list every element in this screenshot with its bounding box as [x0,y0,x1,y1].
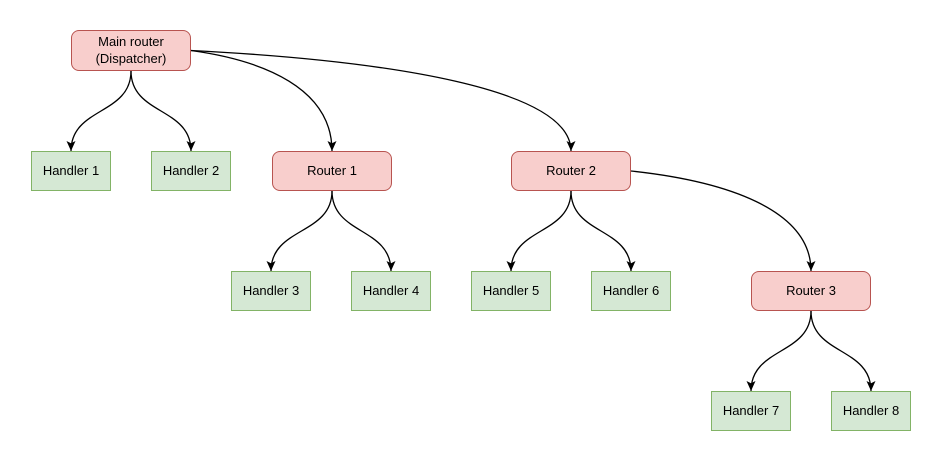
node-label: Handler 1 [42,162,100,178]
node-handler-3: Handler 3 [231,271,311,311]
node-router-1: Router 1 [272,151,392,191]
node-label: Router 1 [307,162,357,178]
node-handler-8: Handler 8 [831,391,911,431]
node-handler-2: Handler 2 [151,151,231,191]
node-handler-7: Handler 7 [711,391,791,431]
node-main-router: Main router (Dispatcher) [71,30,191,71]
node-label: Main router (Dispatcher) [95,34,167,66]
edge-router-2-to-router-3 [630,170,816,272]
edge-router-3-to-handler-8 [810,310,876,392]
edge-main-router-to-handler-1 [66,70,132,152]
edge-router-1-to-handler-4 [331,190,396,272]
node-label: Router 2 [546,162,596,178]
node-label: Handler 4 [362,282,420,298]
node-handler-6: Handler 6 [591,271,671,311]
edge-router-3-to-handler-7 [746,310,812,392]
node-handler-1: Handler 1 [31,151,111,191]
node-handler-5: Handler 5 [471,271,551,311]
edge-router-2-to-handler-5 [506,190,572,272]
node-label: Handler 3 [242,282,300,298]
node-label: Handler 7 [722,402,780,418]
edge-main-router-to-router-2 [190,49,576,152]
node-router-3: Router 3 [751,271,871,311]
node-handler-4: Handler 4 [351,271,431,311]
node-label: Handler 2 [162,162,220,178]
edge-router-2-to-handler-6 [570,190,636,272]
node-label: Handler 8 [842,402,900,418]
node-label: Router 3 [786,282,836,298]
edge-router-1-to-handler-3 [266,190,333,272]
node-label: Handler 5 [482,282,540,298]
edge-main-router-to-router-1 [190,49,337,152]
edge-main-router-to-handler-2 [130,70,196,152]
node-label: Handler 6 [602,282,660,298]
node-router-2: Router 2 [511,151,631,191]
